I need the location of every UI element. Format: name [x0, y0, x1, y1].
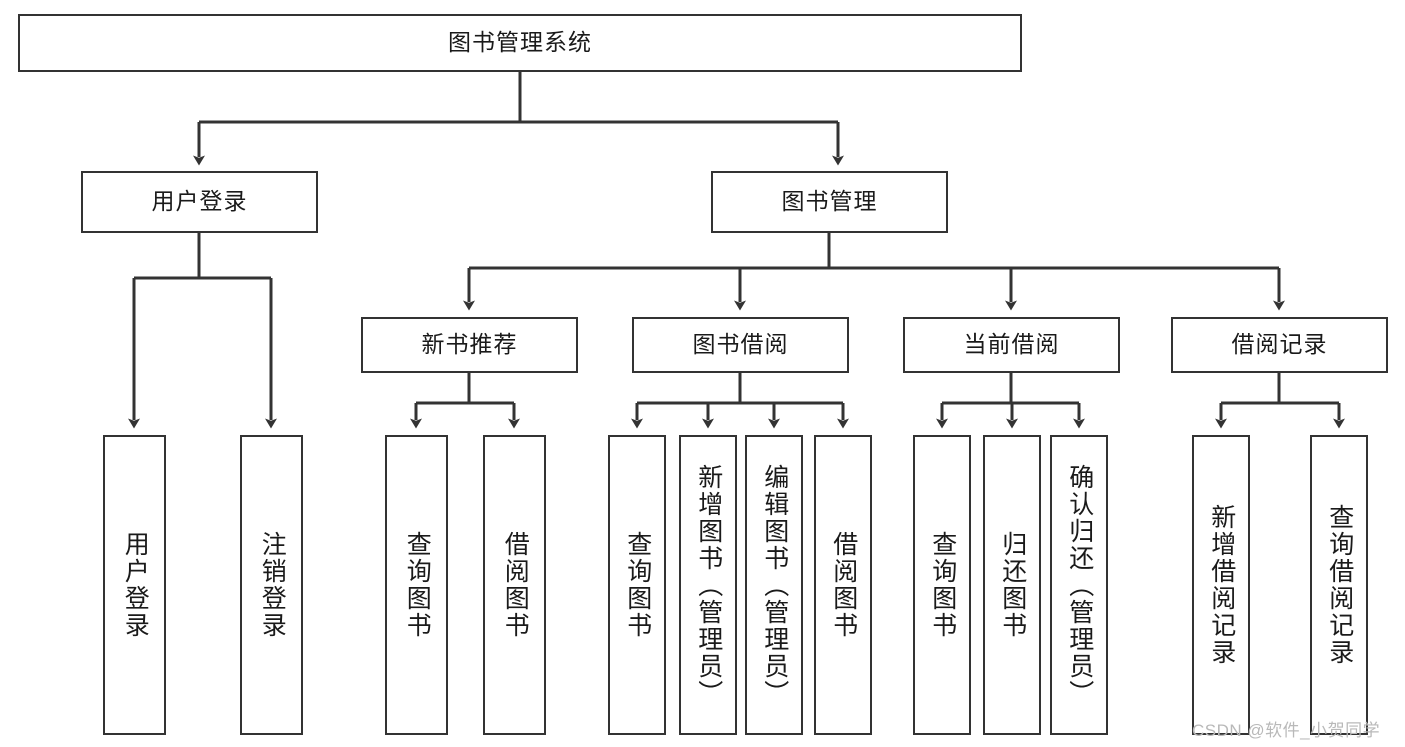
leaf-query-book-current[interactable]: 查询图书 — [913, 435, 971, 735]
node-book-management-label: 图书管理 — [781, 188, 878, 215]
leaf-borrow-book[interactable]: 借阅图书 — [814, 435, 872, 735]
node-user-login-label: 用户登录 — [151, 188, 248, 215]
node-new-book-recommend[interactable]: 新书推荐 — [361, 317, 578, 373]
leaf-user-login[interactable]: 用户登录 — [103, 435, 166, 735]
leaf-query-book-rec-label: 查询图书 — [403, 531, 432, 639]
leaf-return-book-label: 归还图书 — [998, 531, 1027, 639]
leaf-logout-label: 注销登录 — [258, 531, 287, 639]
leaf-query-book-borrow-label: 查询图书 — [623, 531, 652, 639]
node-borrow-record[interactable]: 借阅记录 — [1171, 317, 1388, 373]
leaf-query-borrow-record-label: 查询借阅记录 — [1325, 504, 1354, 666]
node-user-login[interactable]: 用户登录 — [81, 171, 318, 233]
leaf-return-book[interactable]: 归还图书 — [983, 435, 1041, 735]
leaf-query-book-rec[interactable]: 查询图书 — [385, 435, 448, 735]
node-new-book-recommend-label: 新书推荐 — [421, 331, 518, 358]
leaf-confirm-return-admin-label: 确认归还（管理员） — [1065, 463, 1094, 707]
node-book-borrow-label: 图书借阅 — [692, 331, 789, 358]
node-borrow-record-label: 借阅记录 — [1231, 331, 1328, 358]
leaf-add-borrow-record[interactable]: 新增借阅记录 — [1192, 435, 1250, 735]
node-book-management[interactable]: 图书管理 — [711, 171, 948, 233]
leaf-logout[interactable]: 注销登录 — [240, 435, 303, 735]
leaf-add-borrow-record-label: 新增借阅记录 — [1207, 504, 1236, 666]
leaf-borrow-book-rec[interactable]: 借阅图书 — [483, 435, 546, 735]
leaf-add-book-admin-label: 新增图书（管理员） — [694, 463, 723, 707]
node-current-borrow-label: 当前借阅 — [963, 331, 1060, 358]
node-root-label: 图书管理系统 — [448, 29, 592, 56]
leaf-query-book-current-label: 查询图书 — [928, 531, 957, 639]
node-book-borrow[interactable]: 图书借阅 — [632, 317, 849, 373]
leaf-borrow-book-rec-label: 借阅图书 — [501, 531, 530, 639]
leaf-query-borrow-record[interactable]: 查询借阅记录 — [1310, 435, 1368, 735]
leaf-borrow-book-label: 借阅图书 — [829, 531, 858, 639]
leaf-edit-book-admin-label: 编辑图书（管理员） — [760, 463, 789, 707]
leaf-add-book-admin[interactable]: 新增图书（管理员） — [679, 435, 737, 735]
node-root[interactable]: 图书管理系统 — [18, 14, 1022, 72]
node-current-borrow[interactable]: 当前借阅 — [903, 317, 1120, 373]
leaf-edit-book-admin[interactable]: 编辑图书（管理员） — [745, 435, 803, 735]
csdn-watermark: CSDN @软件_小贺同学 — [1192, 721, 1381, 740]
leaf-user-login-label: 用户登录 — [121, 531, 150, 639]
leaf-confirm-return-admin[interactable]: 确认归还（管理员） — [1050, 435, 1108, 735]
leaf-query-book-borrow[interactable]: 查询图书 — [608, 435, 666, 735]
